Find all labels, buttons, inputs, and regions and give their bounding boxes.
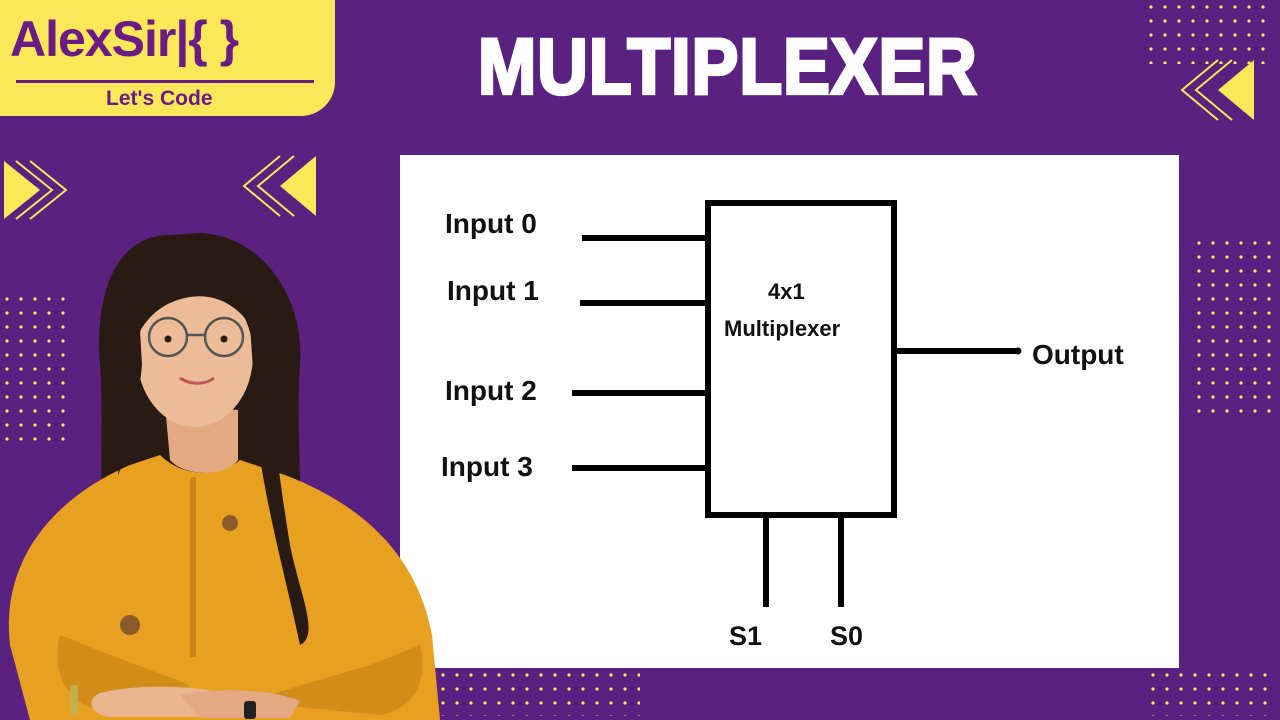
dot-pattern [1196, 240, 1276, 420]
dot-pattern [1150, 672, 1270, 716]
dot-pattern [4, 296, 68, 446]
presenter-photo [8, 233, 440, 720]
dot-pattern [440, 672, 640, 716]
input-0-label: Input 0 [445, 208, 537, 239]
logo-divider [16, 80, 314, 83]
select-s0-label: S0 [830, 621, 864, 651]
channel-logo: AlexSir|{ } Let's Code [0, 0, 335, 116]
input-3-label: Input 3 [441, 451, 533, 482]
multiplexer-diagram [572, 200, 1022, 607]
logo-name: AlexSir|{ } [10, 11, 239, 67]
output-dot [1014, 347, 1022, 355]
chevron-right-icon [4, 160, 68, 220]
chevron-left-icon [1180, 59, 1254, 121]
page-title: MULTIPLEXER [477, 21, 979, 112]
logo-tagline: Let's Code [106, 87, 213, 110]
input-1-label: Input 1 [447, 275, 539, 306]
output-label: Output [1032, 339, 1124, 370]
select-s1-label: S1 [729, 621, 763, 651]
mux-name-label: Multiplexer [724, 316, 841, 341]
chevron-left-icon [242, 155, 316, 217]
dot-pattern [1148, 4, 1268, 64]
mux-size-label: 4x1 [768, 279, 805, 304]
input-2-label: Input 2 [445, 375, 537, 406]
diagram-panel: Input 0 Input 1 Input 2 Input 3 4x1 Mult… [400, 155, 1179, 668]
mux-block [705, 200, 897, 518]
